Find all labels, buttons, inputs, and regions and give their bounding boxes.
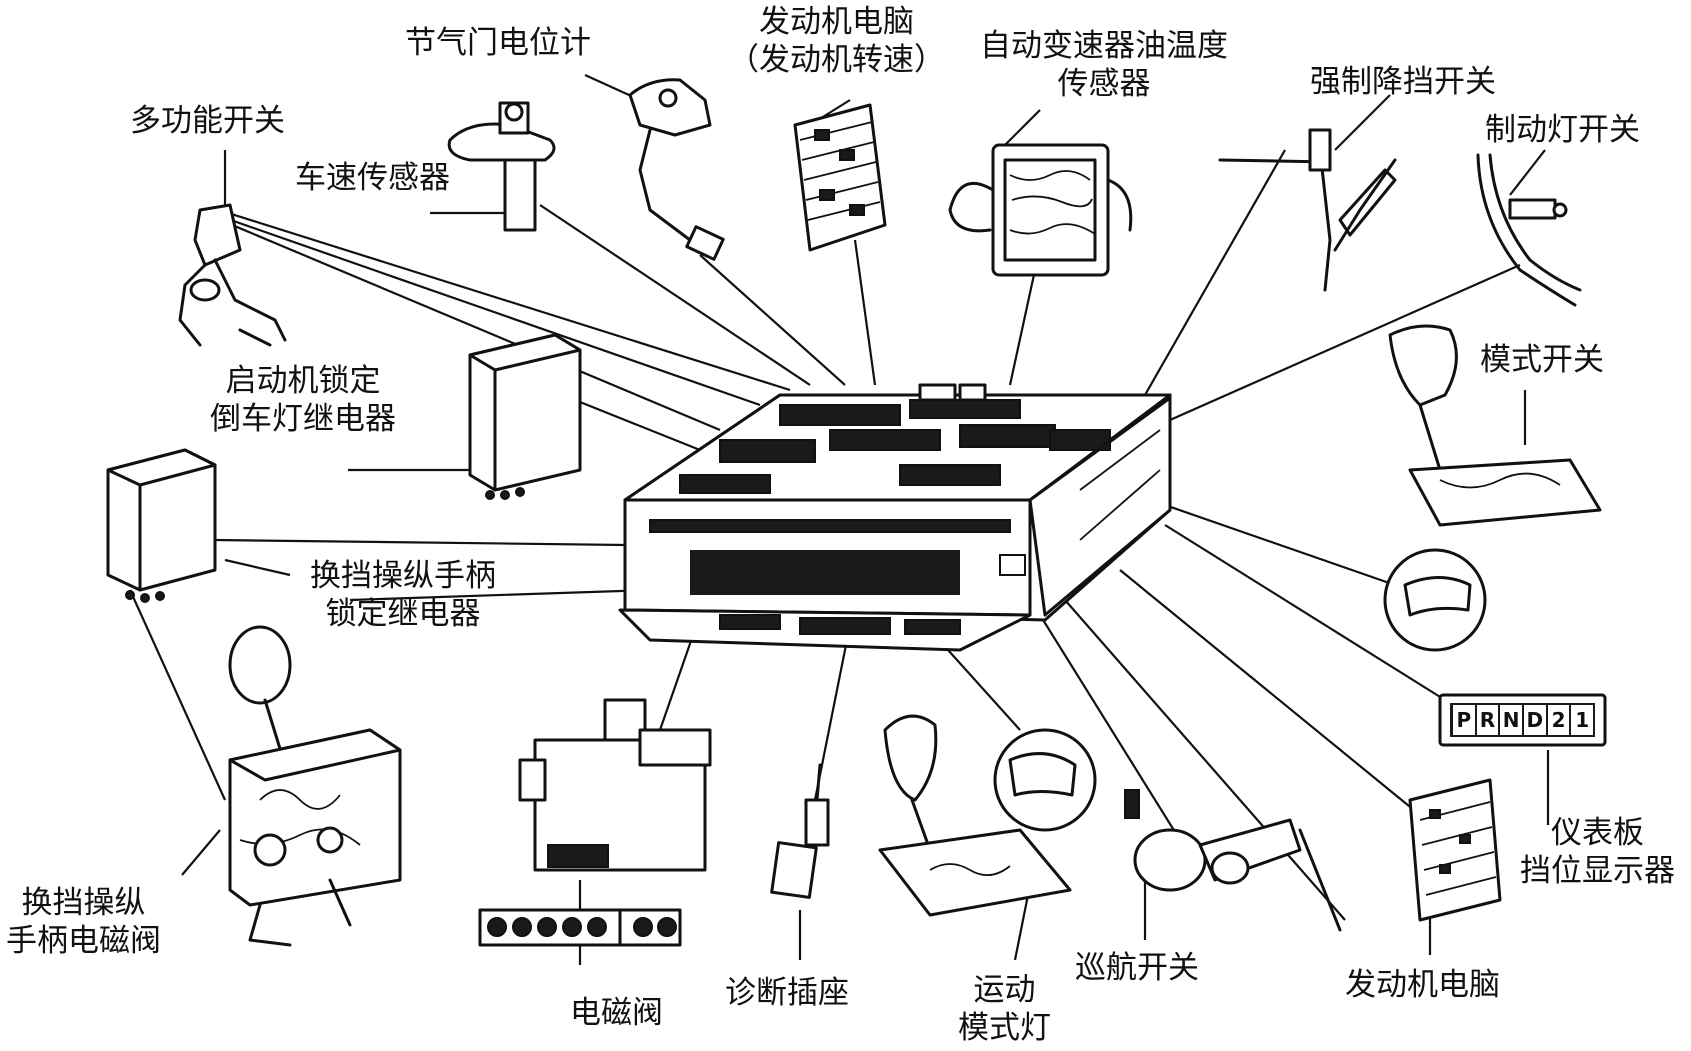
label-throttle-sensor: 节气门电位计 bbox=[405, 25, 591, 61]
label-sport-mode-lamp: 运动 模式灯 bbox=[958, 972, 1051, 1048]
label-atf-temp-line2: 传感器 bbox=[1057, 65, 1151, 102]
brake-light-switch-icon bbox=[1476, 153, 1582, 307]
cruise-switch-icon bbox=[1124, 789, 1342, 932]
throttle-position-sensor-icon bbox=[628, 78, 725, 261]
label-engine-ecu-bottom: 发动机电脑 bbox=[1345, 967, 1500, 1003]
label-sport-lamp-line2: 模式灯 bbox=[958, 1009, 1051, 1046]
shift-lever-solenoid-icon bbox=[228, 625, 402, 947]
label-shift-lock-relay-line1: 换挡操纵手柄 bbox=[310, 558, 496, 594]
gear-n: N bbox=[1500, 705, 1523, 735]
label-shift-lever-solenoid: 换挡操纵 手柄电磁阀 bbox=[6, 885, 161, 961]
engine-ecu-bottom-icon bbox=[1408, 778, 1502, 922]
shift-lock-relay-icon bbox=[106, 448, 217, 603]
gear-indicator-row: P R N D 2 1 bbox=[1452, 705, 1594, 735]
label-gear-position-display: 仪表板 挡位显示器 bbox=[1520, 815, 1675, 891]
label-engine-ecu-top-line2: （发动机转速） bbox=[728, 41, 945, 78]
label-brake-light-switch: 制动灯开关 bbox=[1485, 112, 1640, 148]
gear-p: P bbox=[1453, 705, 1475, 735]
label-atf-temp-sensor: 自动变速器油温度 传感器 bbox=[980, 28, 1228, 104]
label-sport-lamp-line1: 运动 bbox=[973, 972, 1036, 1008]
engine-ecu-top-icon bbox=[793, 103, 887, 252]
kickdown-switch-icon bbox=[1218, 128, 1397, 292]
label-engine-ecu-top-line1: 发动机电脑 bbox=[759, 4, 914, 40]
gear-d: D bbox=[1524, 705, 1546, 735]
mode-switch-icon bbox=[1383, 324, 1602, 652]
label-shift-solenoid-line1: 换挡操纵 bbox=[21, 885, 146, 921]
label-starter-relay-line2: 倒车灯继电器 bbox=[210, 400, 396, 437]
label-starter-lockout-relay: 启动机锁定 倒车灯继电器 bbox=[210, 363, 396, 439]
label-kickdown-switch: 强制降挡开关 bbox=[1310, 64, 1496, 100]
transmission-ecu bbox=[618, 383, 1172, 652]
vehicle-speed-sensor-icon bbox=[447, 101, 556, 232]
solenoid-valve-icon bbox=[478, 698, 712, 947]
label-vehicle-speed-sensor: 车速传感器 bbox=[295, 160, 450, 196]
label-shift-lock-relay-line2: 锁定继电器 bbox=[325, 595, 481, 632]
label-shift-solenoid-line2: 手柄电磁阀 bbox=[6, 922, 161, 959]
atf-temperature-sensor-icon bbox=[948, 143, 1133, 277]
label-multi-function-switch: 多功能开关 bbox=[130, 103, 285, 139]
starter-lockout-relay-icon bbox=[468, 333, 582, 500]
label-starter-relay-line1: 启动机锁定 bbox=[225, 363, 381, 399]
sport-mode-lamp-icon bbox=[878, 714, 1097, 917]
gear-2: 2 bbox=[1547, 705, 1570, 735]
label-engine-ecu-top: 发动机电脑 （发动机转速） bbox=[728, 4, 945, 80]
label-gear-display-line2: 挡位显示器 bbox=[1520, 852, 1675, 889]
label-cruise-switch: 巡航开关 bbox=[1075, 950, 1199, 986]
label-gear-display-line1: 仪表板 bbox=[1551, 815, 1644, 851]
label-shift-lock-relay: 换挡操纵手柄 锁定继电器 bbox=[310, 558, 496, 634]
label-diagnostic-connector: 诊断插座 bbox=[725, 975, 849, 1011]
leader-lines bbox=[128, 73, 1550, 965]
label-solenoid-valve: 电磁阀 bbox=[570, 995, 663, 1031]
multi-function-switch-icon bbox=[178, 203, 287, 347]
label-atf-temp-line1: 自动变速器油温度 bbox=[980, 28, 1228, 64]
label-mode-switch: 模式开关 bbox=[1480, 342, 1604, 378]
diagnostic-connector-icon bbox=[770, 763, 830, 899]
gear-1: 1 bbox=[1571, 705, 1594, 735]
gear-r: R bbox=[1476, 705, 1499, 735]
